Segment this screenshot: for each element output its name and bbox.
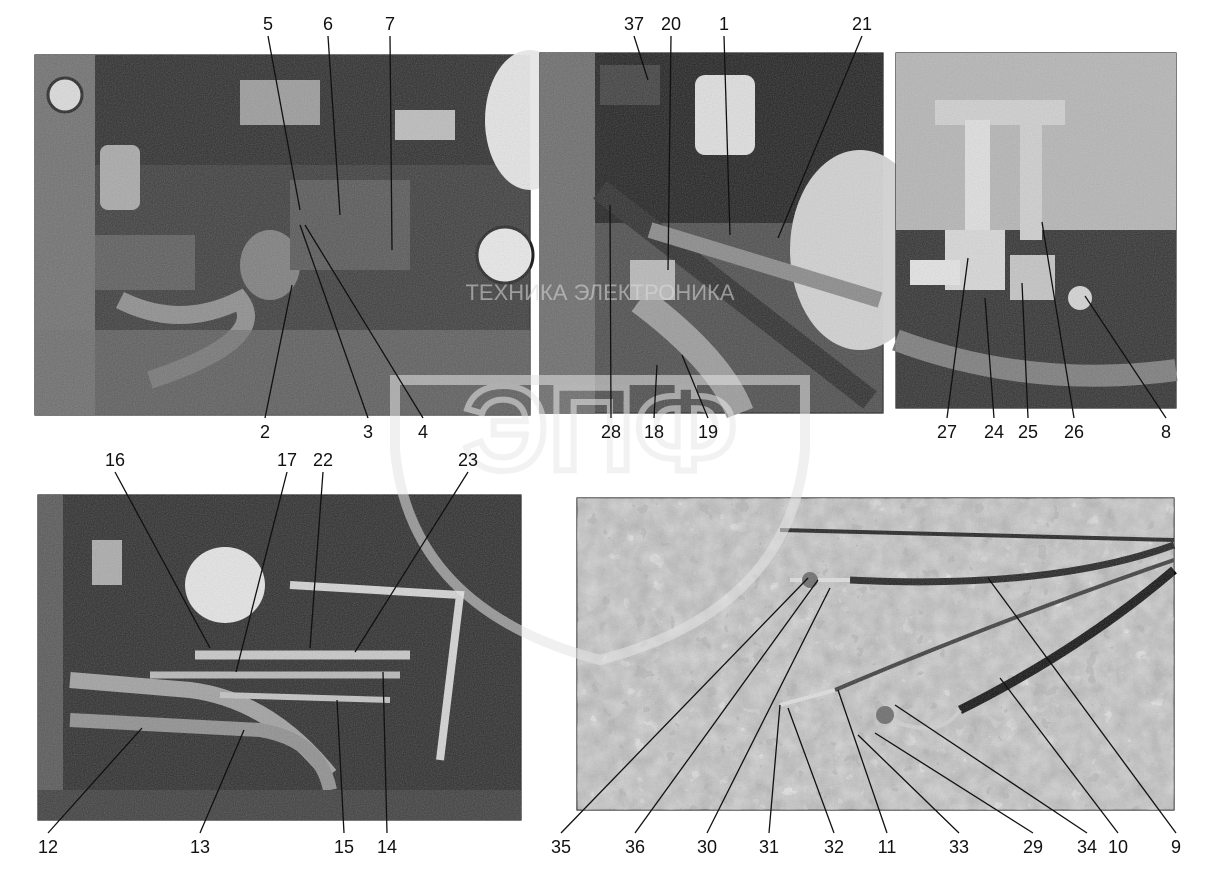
leader-line-34: [894, 704, 1088, 834]
callout-2: 2: [260, 422, 270, 442]
callout-16: 16: [105, 450, 125, 470]
leader-lines: [47, 35, 1177, 834]
leader-line-17: [235, 471, 288, 673]
callout-13: 13: [190, 837, 210, 857]
callout-20: 20: [661, 14, 681, 34]
callout-7: 7: [385, 14, 395, 34]
callout-29: 29: [1023, 837, 1043, 857]
leader-line-27: [946, 257, 969, 419]
leader-line-29: [874, 732, 1034, 834]
leader-line-28: [609, 204, 612, 419]
leader-line-14: [382, 671, 388, 834]
callout-25: 25: [1018, 422, 1038, 442]
leader-line-26: [1041, 221, 1075, 419]
callout-9: 9: [1171, 837, 1181, 857]
leader-line-37: [633, 35, 649, 81]
leader-line-8: [1084, 295, 1167, 419]
callout-22: 22: [313, 450, 333, 470]
leader-line-31: [768, 704, 781, 834]
leader-line-22: [309, 471, 324, 649]
leader-line-2: [264, 284, 293, 419]
callout-12: 12: [38, 837, 58, 857]
leader-line-20: [667, 35, 672, 271]
callout-10: 10: [1108, 837, 1128, 857]
leader-line-10: [999, 677, 1119, 834]
leader-line-11: [837, 689, 888, 834]
photo-top-right: [892, 52, 1178, 409]
callout-15: 15: [334, 837, 354, 857]
leader-line-24: [984, 297, 995, 419]
callout-21: 21: [852, 14, 872, 34]
callout-37: 37: [624, 14, 644, 34]
callout-19: 19: [698, 422, 718, 442]
leader-line-21: [777, 35, 863, 239]
leader-line-4: [304, 224, 424, 419]
callout-1: 1: [719, 14, 729, 34]
photo-bottom-left: [37, 494, 522, 821]
leader-line-30: [706, 587, 831, 834]
leader-line-9: [987, 577, 1177, 834]
callout-31: 31: [759, 837, 779, 857]
callout-14: 14: [377, 837, 397, 857]
leader-line-12: [47, 727, 143, 834]
callout-3: 3: [363, 422, 373, 442]
callout-30: 30: [697, 837, 717, 857]
callout-28: 28: [601, 422, 621, 442]
watermark-text: ТЕХНИКА ЭЛЕКТРОНИКА: [465, 280, 734, 305]
callout-6: 6: [323, 14, 333, 34]
leader-line-35: [560, 577, 809, 834]
callout-24: 24: [984, 422, 1004, 442]
leader-line-25: [1021, 282, 1029, 419]
callout-33: 33: [949, 837, 969, 857]
leader-line-19: [681, 354, 709, 419]
callout-32: 32: [824, 837, 844, 857]
leader-line-13: [199, 729, 245, 834]
callout-5: 5: [263, 14, 273, 34]
callout-26: 26: [1064, 422, 1084, 442]
callout-11: 11: [878, 837, 897, 857]
leader-line-18: [653, 364, 658, 419]
leader-line-36: [634, 579, 819, 834]
photo-bottom-right: [576, 497, 1177, 811]
callout-8: 8: [1161, 422, 1171, 442]
leader-line-23: [354, 471, 469, 653]
callout-27: 27: [937, 422, 957, 442]
callout-23: 23: [458, 450, 478, 470]
leader-line-16: [114, 471, 211, 649]
leader-line-33: [857, 734, 960, 834]
callout-17: 17: [277, 450, 297, 470]
leader-line-6: [327, 35, 341, 216]
leader-line-1: [723, 35, 731, 236]
leader-line-32: [787, 707, 835, 834]
callout-35: 35: [551, 837, 571, 857]
callout-18: 18: [644, 422, 664, 442]
leader-line-5: [267, 35, 301, 211]
callout-36: 36: [625, 837, 645, 857]
leader-line-15: [336, 699, 345, 834]
callout-34: 34: [1077, 837, 1097, 857]
callout-4: 4: [418, 422, 428, 442]
photo-top-left: [34, 50, 575, 416]
leader-line-3: [299, 224, 369, 419]
leader-line-7: [389, 35, 393, 251]
photo-top-middle: [539, 52, 930, 419]
